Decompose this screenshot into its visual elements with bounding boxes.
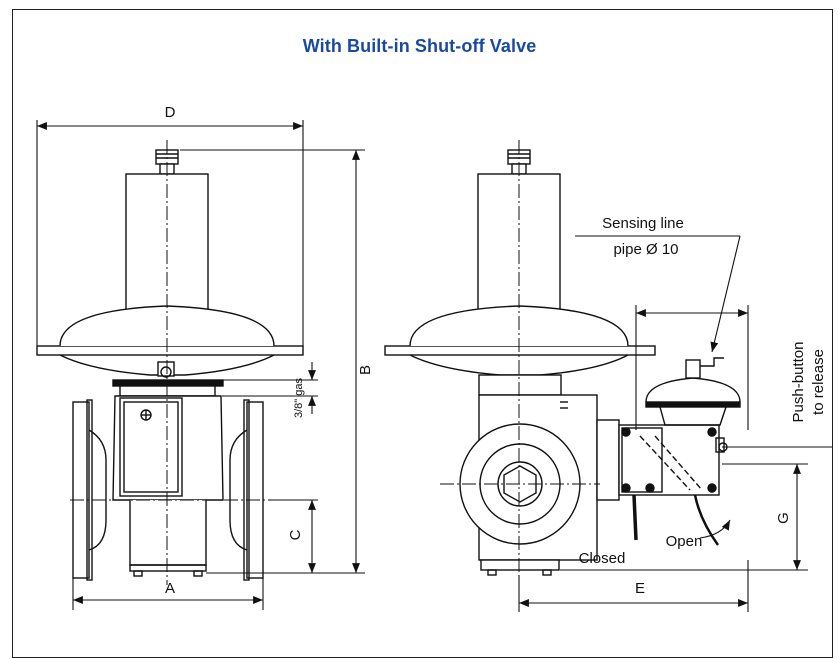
dim-b-label: B bbox=[357, 365, 374, 375]
to-release-label: to release bbox=[810, 349, 827, 415]
dim-a-label: A bbox=[165, 580, 175, 597]
dim-c-label: C bbox=[287, 529, 304, 540]
drawing-title: With Built-in Shut-off Valve bbox=[302, 36, 537, 56]
dim-d-label: D bbox=[165, 104, 176, 121]
push-button-label: Push-button bbox=[790, 342, 807, 423]
dim-g-label: G bbox=[775, 512, 792, 524]
dimension-lines bbox=[36, 120, 832, 612]
open-label: Open bbox=[666, 533, 703, 550]
sensing-line-label: Sensing line bbox=[602, 215, 684, 232]
gas-thread-label: 3/8" gas bbox=[293, 378, 305, 418]
sensing-pipe-label: pipe Ø 10 bbox=[613, 241, 678, 258]
left-view-regulator bbox=[36, 149, 304, 581]
right-view-regulator bbox=[384, 149, 741, 576]
center-lines bbox=[70, 140, 600, 585]
closed-label: Closed bbox=[579, 550, 626, 567]
dim-e-label: E bbox=[635, 580, 645, 597]
